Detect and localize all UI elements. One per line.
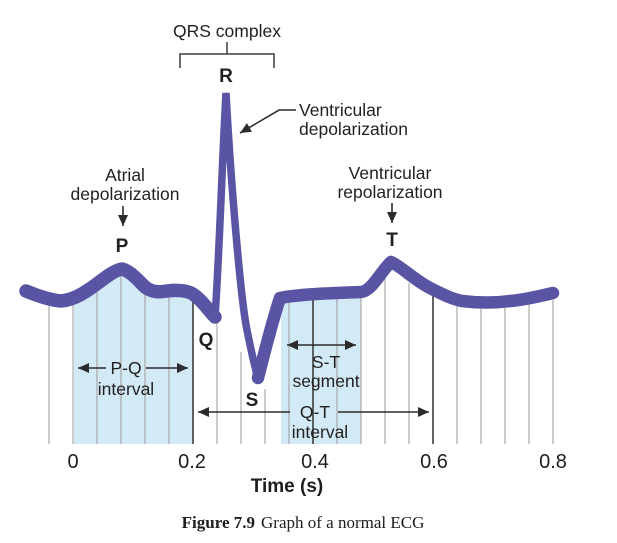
figure-caption-number: Figure 7.9 [182,513,255,532]
ventricular-depolarization-leader-arrow [239,109,296,134]
qt-interval-label-line1: Q-T [300,402,330,422]
s-wave-label: S [246,390,259,411]
figure-caption: Figure 7.9 Graph of a normal ECG [182,513,425,532]
atrial-depolarization-label-line2: depolarization [71,184,180,204]
t-wave-label: T [386,230,398,251]
shaded-regions [74,271,361,444]
annotation-arrows [78,109,429,417]
ventricular-repolarization-label-line2: repolarization [337,182,442,202]
tick-0-8: 0.8 [539,451,567,473]
ecg-trace-st-t-tail [251,255,560,385]
st-shaded-region [281,294,361,444]
ventricular-repolarization-label-line1: Ventricular [349,163,432,183]
major-gridlines [192,296,434,444]
x-axis-label: Time (s) [251,476,324,497]
st-segment-label-line2: segment [292,371,359,391]
gridlines [48,276,554,444]
ecg-trace-baseline-p-q [19,262,222,324]
figure-caption-text: Graph of a normal ECG [261,513,424,532]
tick-0-2: 0.2 [178,451,206,473]
pq-interval-label-line2: interval [98,379,154,399]
pq-shaded-region [74,271,193,444]
st-segment-label-line1: S-T [312,352,341,372]
qrs-complex-label: QRS complex [173,21,281,41]
ecg-trace-qrs-spike [211,92,262,382]
p-wave-label: P [116,236,129,257]
ventricular-depolarization-label-line1: Ventricular [299,100,382,120]
tick-0: 0 [67,451,78,473]
q-wave-label: Q [199,330,214,351]
ecg-trace [19,92,560,385]
tick-0-4: 0.4 [301,451,329,473]
pq-interval-label-line1: P-Q [110,358,141,378]
tick-0-6: 0.6 [420,451,448,473]
ventricular-depolarization-label-line2: depolarization [299,119,408,139]
qrs-bracket [179,42,275,68]
x-axis-ticks: 0 0.2 0.4 0.6 0.8 [67,451,566,473]
atrial-depolarization-label-line1: Atrial [105,165,145,185]
r-wave-label: R [219,66,233,87]
qt-interval-label-line2: interval [292,422,348,442]
